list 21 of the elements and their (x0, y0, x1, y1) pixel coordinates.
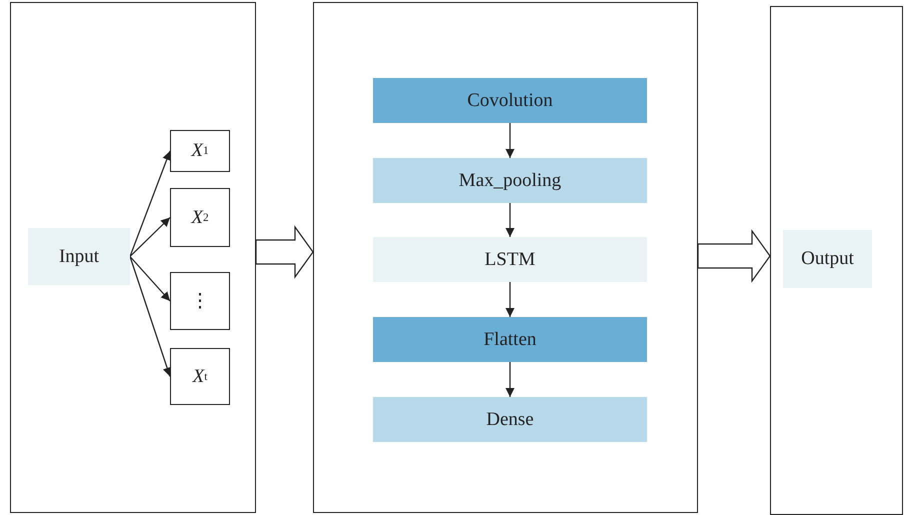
panel-frame (313, 2, 698, 513)
io-box: Input (28, 228, 130, 285)
arrow (130, 256, 170, 302)
layer-box: Flatten (373, 317, 647, 362)
layer-box: Dense (373, 397, 647, 442)
arrow (130, 217, 170, 257)
arrow (506, 282, 514, 317)
layer-box: Max_pooling (373, 158, 647, 203)
block-arrow (697, 229, 771, 283)
arrow (129, 256, 172, 377)
arrow (506, 123, 514, 158)
arrow (506, 203, 514, 237)
block-arrow (255, 225, 314, 279)
arrow (506, 362, 514, 397)
io-box: Output (783, 230, 872, 288)
panel-frame (770, 6, 903, 515)
variable-box: ⋮ (170, 272, 230, 330)
layer-box: Covolution (373, 78, 647, 123)
panel-frame (10, 2, 256, 513)
layer-box: LSTM (373, 237, 647, 282)
arrow (129, 150, 172, 257)
